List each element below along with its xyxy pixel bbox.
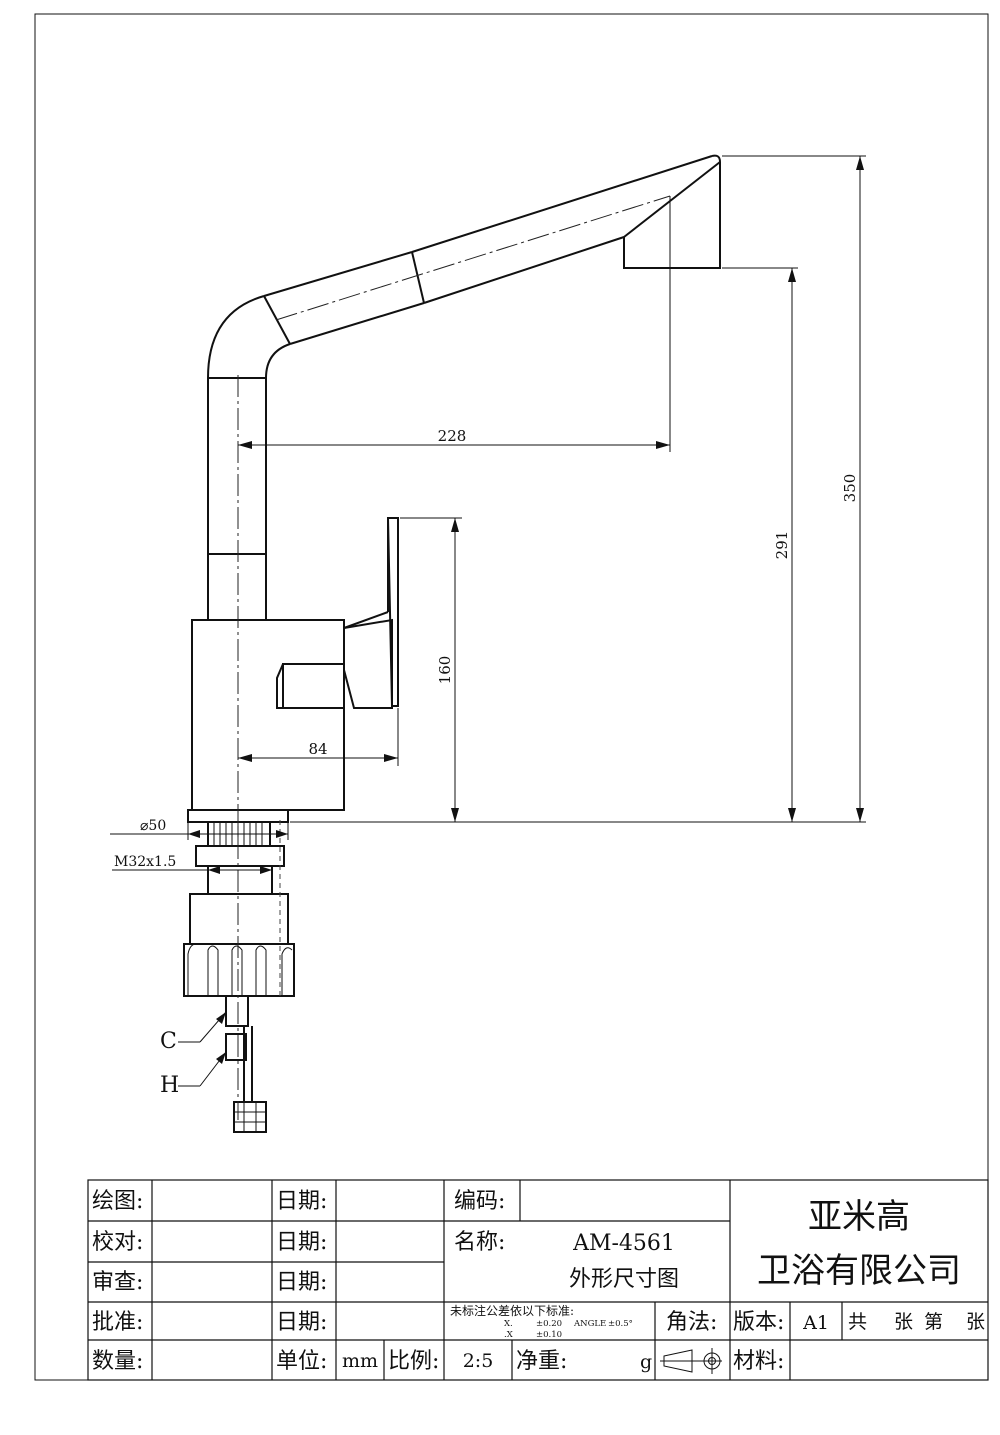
sheets-total-label: 共 <box>848 1311 867 1333</box>
faucet-outline <box>183 154 721 1133</box>
title-block: 绘图: 校对: 审查: 批准: 数量: 日期: 日期: 日期: 日期: 单位: … <box>87 1179 989 1381</box>
material-label: 材料: <box>733 1349 784 1374</box>
dim-total-height: 350 <box>841 474 859 503</box>
sheet-number-label: 第 <box>924 1311 943 1333</box>
projection-label: 角法: <box>666 1310 717 1335</box>
reviewed-label: 审查: <box>92 1270 143 1295</box>
sheet-border <box>34 13 989 1381</box>
date-label-2: 日期: <box>276 1230 327 1255</box>
hose-hot-label: H <box>160 1073 179 1098</box>
tolerance-angle: ANGLE <box>573 1319 606 1329</box>
scale-value: 2:5 <box>463 1350 494 1372</box>
tolerance-x-value: ±0.20 <box>536 1319 562 1329</box>
company-name-line2: 卫浴有限公司 <box>757 1251 961 1291</box>
date-label-3: 日期: <box>276 1270 327 1295</box>
dim-thread: M32x1.5 <box>114 854 176 870</box>
tolerance-angle-value: ±0.5° <box>608 1319 633 1329</box>
drawn-label: 绘图: <box>92 1189 143 1214</box>
hose-cold-label: C <box>160 1029 177 1054</box>
tolerance-dx: .X <box>504 1330 514 1340</box>
version-value: A1 <box>802 1312 829 1334</box>
scale-label: 比例: <box>388 1349 439 1374</box>
dimension-lines <box>110 155 866 1087</box>
net-weight-unit: g <box>640 1351 652 1373</box>
name-label: 名称: <box>454 1230 505 1255</box>
unit-label: 单位: <box>276 1349 327 1374</box>
company-name-line1: 亚米高 <box>808 1197 910 1237</box>
dim-base-diameter: ⌀50 <box>140 818 166 834</box>
code-label: 编码: <box>454 1189 505 1214</box>
sheets-unit-1: 张 <box>894 1311 913 1333</box>
projection-symbol-icon <box>660 1348 722 1374</box>
dim-handle-reach: 84 <box>308 740 327 758</box>
dimension-labels: 228 84 160 291 350 ⌀50 M32x1.5 C H <box>114 427 859 1098</box>
dim-spout-height: 291 <box>773 531 791 560</box>
net-weight-label: 净重: <box>516 1349 567 1374</box>
dim-handle-height: 160 <box>436 656 454 685</box>
version-label: 版本: <box>733 1310 784 1335</box>
unit-value: mm <box>342 1350 378 1372</box>
tolerance-heading: 未标注公差依以下标准: <box>450 1303 574 1318</box>
sheets-unit-2: 张 <box>966 1311 985 1333</box>
checked-label: 校对: <box>92 1230 143 1255</box>
date-label-1: 日期: <box>276 1189 327 1214</box>
model-number: AM-4561 <box>572 1231 675 1256</box>
quantity-label: 数量: <box>92 1349 143 1374</box>
tolerance-x: X. <box>504 1319 513 1329</box>
tolerance-dx-value: ±0.10 <box>536 1330 562 1340</box>
approved-label: 批准: <box>92 1310 143 1335</box>
date-label-4: 日期: <box>276 1310 327 1335</box>
dim-spout-reach: 228 <box>438 427 467 445</box>
drawing-title: 外形尺寸图 <box>569 1267 679 1292</box>
